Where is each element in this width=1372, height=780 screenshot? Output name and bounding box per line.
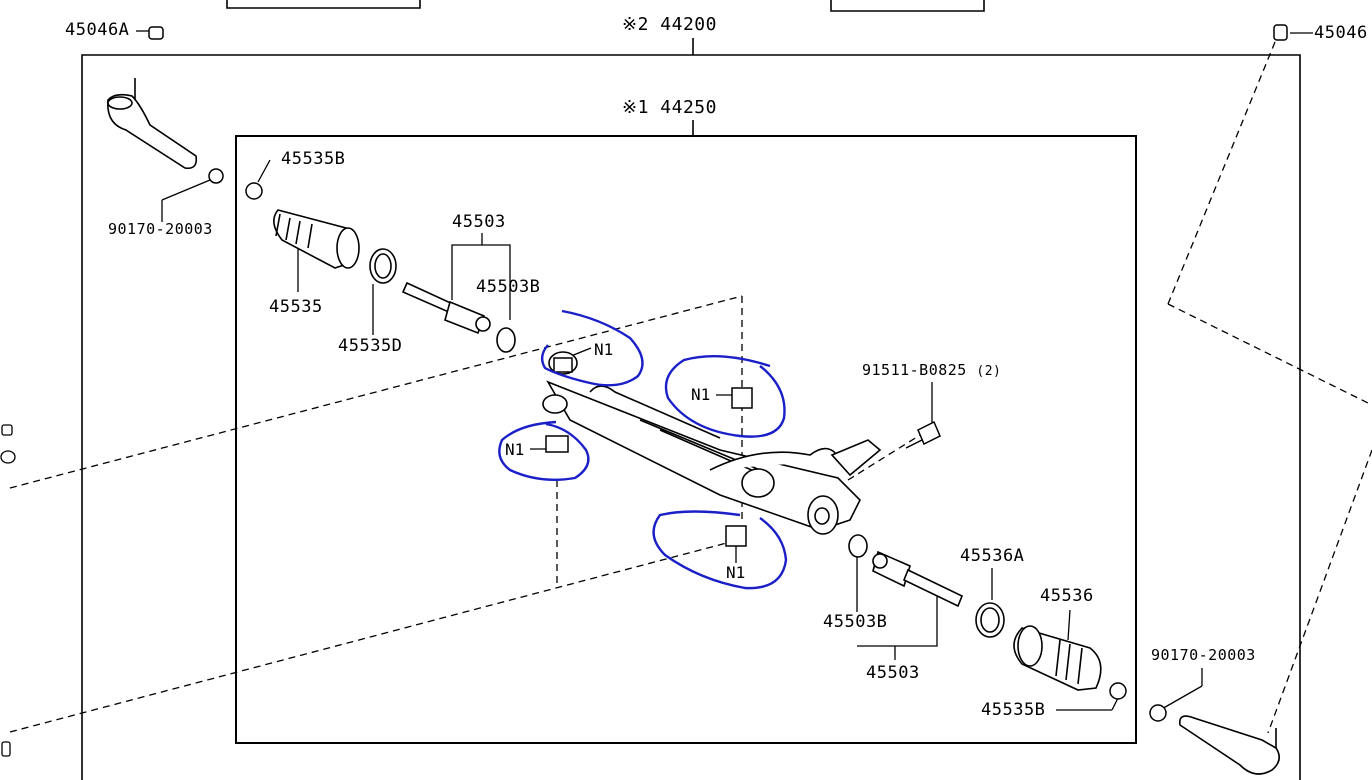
label-45535b-left: 45535B [281,149,346,169]
label-45536a: 45536A [960,546,1025,566]
washer-45503b-right [848,534,868,558]
tie-rod-end-right [1178,715,1280,775]
bushing-n1-c [545,435,569,453]
annotation-loop-b [664,354,786,438]
label-45535: 45535 [269,297,323,317]
inner-assembly-mark: ※1 [622,97,649,118]
annotations [498,309,788,590]
label-45046a: 45046A [65,20,130,40]
annotation-loop-a [540,309,644,387]
reference-lines [9,41,1372,734]
label-91511: 91511-B0825 (2) [862,361,1002,379]
label-45503b-left: 45503B [476,277,541,297]
clamp-45535b-left [245,182,263,200]
nut-90170-right [1149,704,1167,722]
label-45535d: 45535D [338,336,403,356]
inner-assembly-frame [235,135,1137,744]
inner-assembly-label: ※1 44250 [622,99,717,117]
nut-45046a [148,26,164,40]
label-45536: 45536 [1040,586,1094,606]
top-partial-box-right [830,0,985,12]
label-91511-qty: (2) [976,364,1002,379]
clamp-45535b-right [1109,682,1127,700]
label-91511-part: 91511-B0825 [862,361,967,379]
clamp-45535d [369,248,397,284]
top-partial-box-left [226,0,421,9]
bushing-n1-a [553,357,573,373]
label-45503-right: 45503 [866,663,920,683]
bolt-91511 [905,420,941,449]
label-90170-right: 90170-20003 [1151,646,1256,664]
steering-rack-housing [542,351,882,535]
callout-n1-b: N1 [691,385,711,404]
callout-n1-c: N1 [505,440,525,459]
label-90170-left: 90170-20003 [108,220,213,238]
outer-assembly-frame [81,54,1301,780]
nut-45046-right [1273,24,1288,41]
tie-rod-45503-left [401,281,516,353]
edge-parts-left [0,424,16,757]
outer-assembly-mark: ※2 [622,14,649,35]
callout-n1-d: N1 [726,563,746,582]
washer-45503b-left [496,327,516,353]
clamp-45536a [975,602,1005,638]
outer-assembly-part: 44200 [660,14,717,35]
label-45503b-right: 45503B [823,612,888,632]
callout-n1-a: N1 [594,340,614,359]
label-45046: 45046 [1314,23,1368,43]
leader-lines [136,30,1313,711]
label-45535b-right: 45535B [981,700,1046,720]
boot-45535 [273,209,360,269]
label-45503-left: 45503 [452,212,506,232]
tie-rod-end-left [107,78,198,170]
tie-rod-45503-right [872,550,964,608]
boot-45536 [1013,625,1102,691]
annotation-loop-c [498,420,590,481]
inner-assembly-part: 44250 [660,97,717,118]
nut-90170-left [208,168,224,184]
bushing-n1-d [725,525,747,547]
annotation-loop-d [652,510,788,590]
outer-assembly-label: ※2 44200 [622,16,717,34]
bushing-n1-b [731,387,753,409]
